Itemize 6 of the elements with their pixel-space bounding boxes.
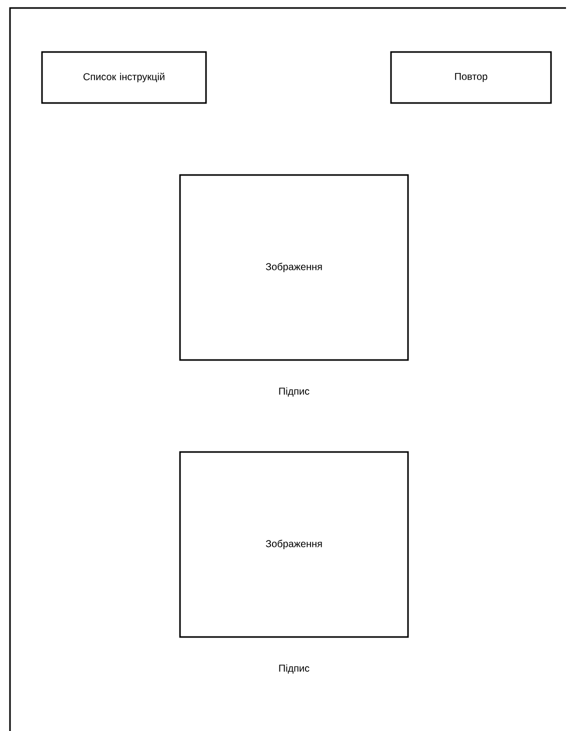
node-label: Підпис <box>279 387 310 397</box>
image-box: Зображення <box>179 451 409 638</box>
repeat-button: Повтор <box>390 51 552 104</box>
instructions-list-button: Список інструкцій <box>41 51 207 104</box>
image-box: Зображення <box>179 174 409 361</box>
node-label: Підпис <box>279 664 310 674</box>
